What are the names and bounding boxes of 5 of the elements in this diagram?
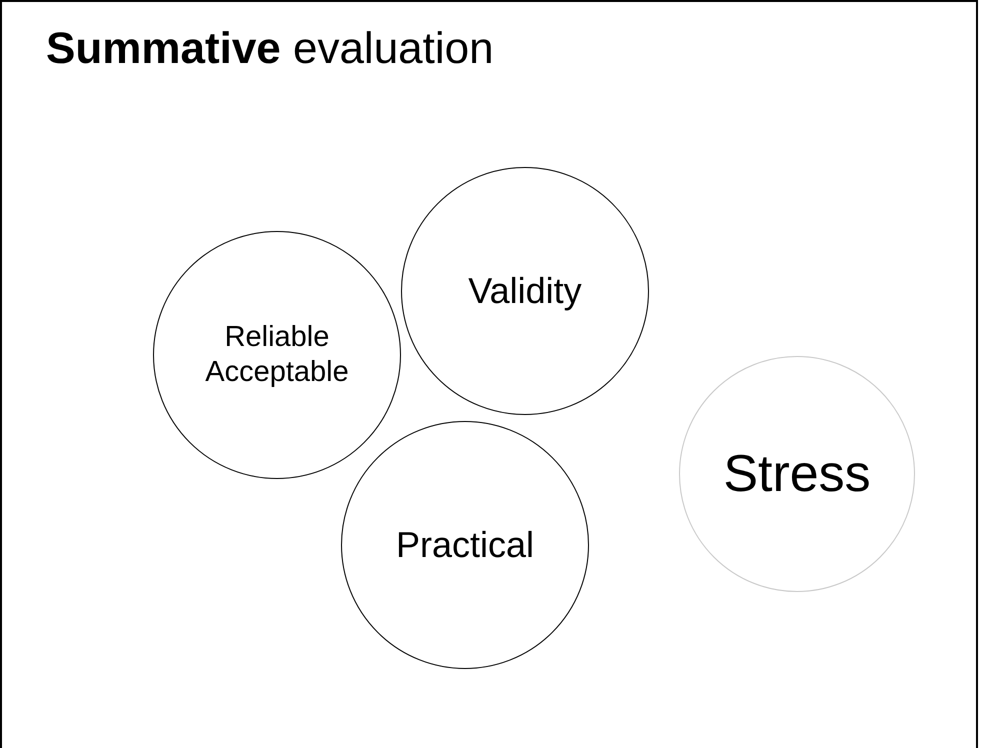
circle-label: Reliable Acceptable — [204, 320, 350, 390]
circle-label: Stress — [723, 444, 871, 505]
slide-title: Summative evaluation — [46, 24, 494, 74]
circle-label: Practical — [396, 523, 534, 567]
circle-label: Validity — [468, 269, 582, 313]
